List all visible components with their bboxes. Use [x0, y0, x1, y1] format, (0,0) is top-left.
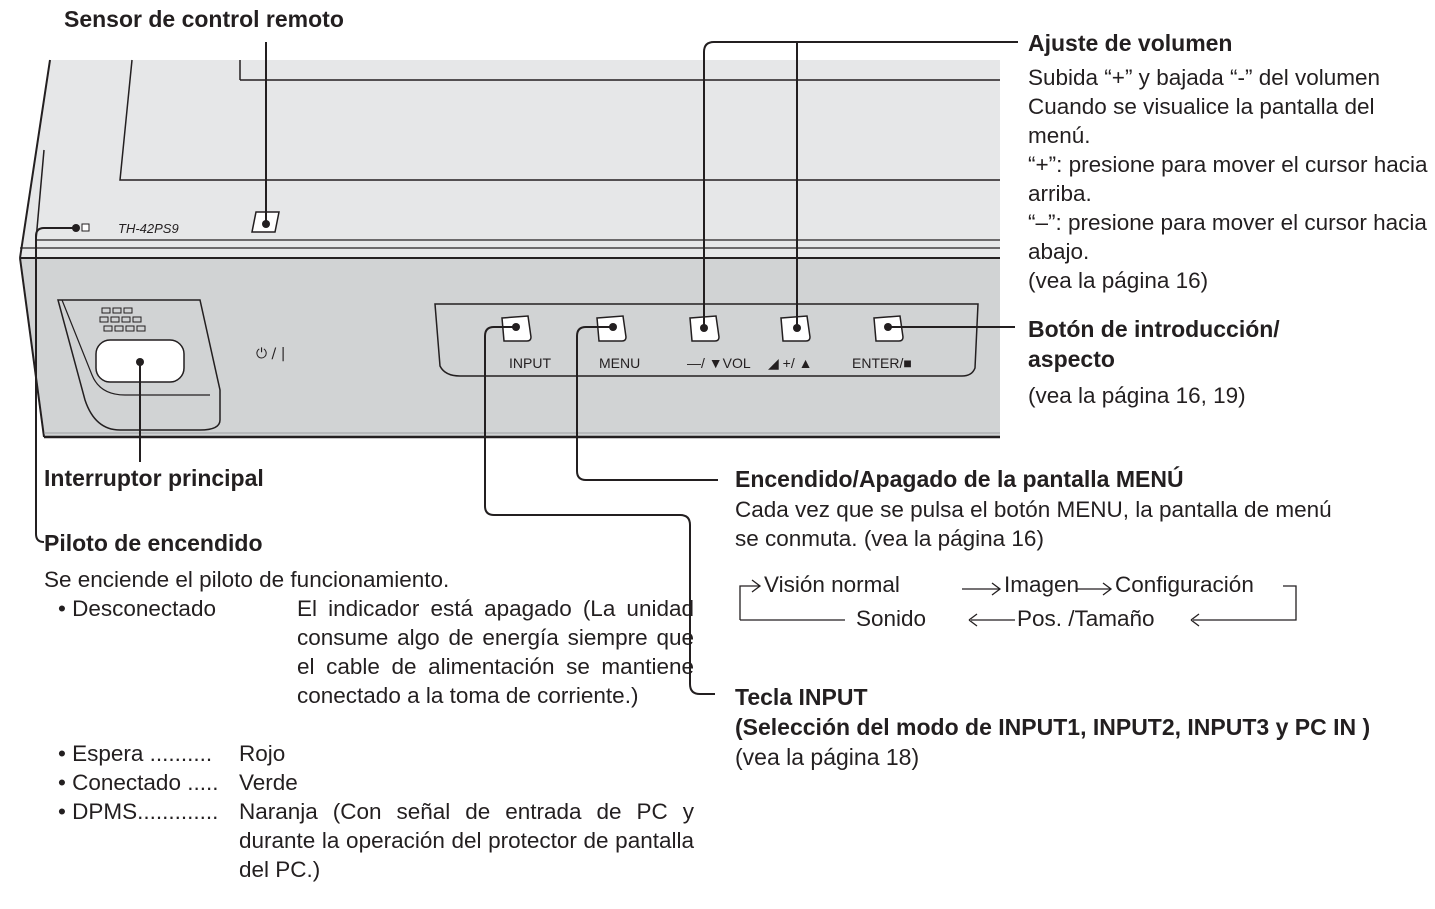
state-on-name: • Conectado .....: [58, 770, 219, 795]
state-standby-name: • Espera ..........: [58, 741, 213, 766]
power-indicator-states: • Desconectado El indicador está apagado…: [58, 594, 698, 909]
volume-callout-line: [703, 41, 1018, 328]
menu-button-label: MENU: [599, 355, 640, 371]
menu-cycle-diagram: [739, 579, 1297, 627]
input-subtitle: (Selección del modo de INPUT1, INPUT2, I…: [735, 714, 1371, 740]
volume-line-1: Subida “+” y bajada “-” del volumen: [1028, 65, 1381, 90]
input-desc: (Selección del modo de INPUT1, INPUT2, I…: [735, 712, 1375, 772]
state-standby-value: Rojo: [239, 741, 286, 766]
volume-up-label: ◢ +/ ▲: [768, 355, 812, 371]
cycle-item-configuracion: Configuración: [1115, 572, 1254, 597]
state-off-name: • Desconectado: [58, 596, 216, 621]
input-ref: (vea la página 18): [735, 744, 920, 770]
state-dpms-name: • DPMS.............: [58, 799, 219, 824]
input-button-label: INPUT: [509, 355, 551, 371]
volume-line-2: Cuando se visualice la pantalla del menú…: [1028, 94, 1375, 148]
state-on-value: Verde: [239, 770, 298, 795]
speaker-grille: [99, 307, 146, 332]
enter-button-label: ENTER/■: [852, 355, 912, 371]
power-indicator-title: Piloto de encendido: [44, 530, 263, 556]
power-symbol-label: ⏻ / |: [256, 346, 285, 362]
remote-sensor-label: Sensor de control remoto: [64, 6, 344, 32]
model-label: TH-42PS9: [118, 221, 179, 236]
input-callout-line: [484, 326, 715, 695]
state-off-value: El indicador está apagado (La unidad con…: [297, 596, 694, 708]
power-indicator-callout-line: [35, 227, 74, 543]
volume-line-4: “–”: presione para mover el cursor hacia…: [1028, 210, 1427, 264]
volume-down-label: —/ ▼VOL: [687, 355, 751, 371]
volume-desc: Subida “+” y bajada “-” del volumen Cuan…: [1028, 63, 1428, 295]
volume-title: Ajuste de volumen: [1028, 30, 1233, 56]
state-dpms-value: Naranja (Con señal de entrada de PC y du…: [239, 799, 694, 882]
volume-line-5: (vea la página 16): [1028, 268, 1209, 293]
cycle-item-imagen: Imagen: [1004, 572, 1080, 597]
enter-title: Botón de introducción/ aspecto: [1028, 316, 1280, 372]
cycle-item-normal: Visión normal: [764, 572, 900, 597]
menu-title: Encendido/Apagado de la pantalla MENÚ: [735, 466, 1184, 492]
volume-line-3: “+”: presione para mover el cursor hacia…: [1028, 152, 1428, 206]
cycle-item-pos-tamano: Pos. /Tamaño: [1017, 606, 1155, 631]
enter-ref: (vea la página 16, 19): [1028, 383, 1246, 408]
power-led: [81, 223, 90, 232]
menu-callout-line: [576, 326, 718, 481]
main-switch-label: Interruptor principal: [44, 465, 264, 491]
input-title: Tecla INPUT: [735, 684, 868, 710]
menu-desc: Cada vez que se pulsa el botón MENU, la …: [735, 497, 1332, 551]
power-indicator-desc: Se enciende el piloto de funcionamiento.: [44, 567, 450, 592]
cycle-item-sonido: Sonido: [856, 606, 927, 631]
